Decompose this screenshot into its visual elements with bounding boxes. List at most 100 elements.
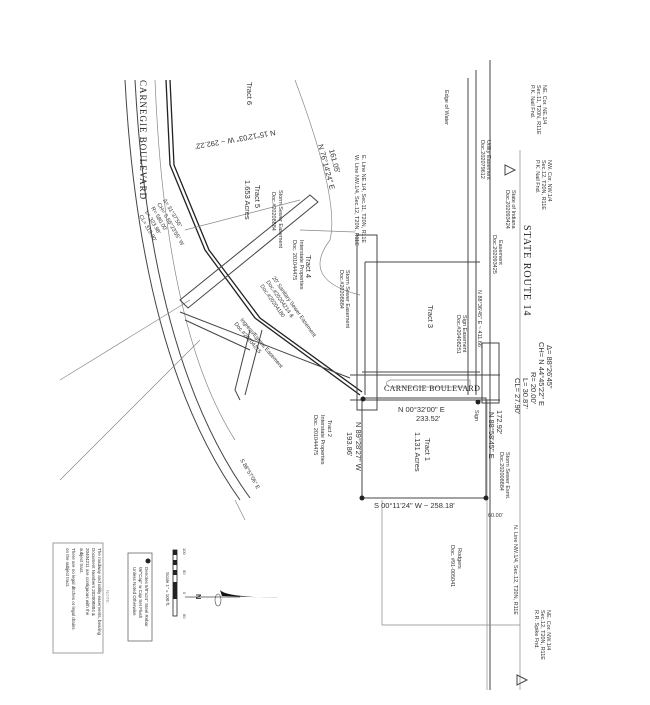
- edge-of-water-label: Edge of Water: [443, 90, 449, 125]
- north-label: N: [194, 594, 203, 599]
- tract-5-area: 1.653 Acres: [243, 180, 252, 220]
- corner-label-line: NE. Cor. NE.1/4: [541, 85, 547, 124]
- bearing-n00: N 00°32'00" E: [398, 405, 445, 414]
- sign-easement-doc: Doc.#20408251: [455, 315, 461, 354]
- storm-easement-label: Storm Sewer Easement: [344, 270, 350, 329]
- corner-label-line: NW. Cor. NW.1/4: [546, 160, 552, 202]
- rebar-marker: [359, 495, 365, 501]
- rebar-marker: [360, 396, 366, 402]
- rebar-legend-marker: [145, 558, 151, 564]
- storm-sewer-east-label: Storm Sewer Esmt.: [504, 452, 510, 500]
- state-route-label: STATE ROUTE 14: [521, 225, 532, 317]
- corner-label-line: Sec.11, T20N, R11E: [535, 85, 541, 135]
- sign-label: Sign: [473, 410, 479, 421]
- rodgers-doc: Doc. #91-005041: [449, 545, 455, 587]
- tract-2-doc: Doc. 201044475: [312, 415, 318, 455]
- corner-label-line: NE. Cor. NW.1/4: [545, 610, 551, 650]
- scale-tick: 50: [182, 570, 187, 575]
- bearing-route: N 88°36'45" E ~ 411.66': [476, 290, 482, 348]
- tract-1-area: 1.131 Acres: [413, 432, 422, 472]
- easement-label: Easement: [497, 240, 503, 265]
- tract-1-label: Tract 1: [423, 438, 432, 461]
- distance-60: 60.00': [488, 513, 503, 519]
- tract-3-label: Tract 3: [426, 305, 435, 328]
- corner-label-ne: NE. Cor. NW.1/4 Sec.12, T20N, R11E R.R. …: [533, 610, 551, 660]
- curve-data-right: Δ= 88°26'45" CH= N 44°45'22" E R= 20.00'…: [513, 342, 554, 415]
- note-line: 20404211 are contiguous with the: [85, 548, 90, 616]
- corner-label-nw2: NW. Cor. NW.1/4 Sec.12, T20N, R11E P.K. …: [534, 160, 552, 210]
- sanitary-easement-strip: [179, 194, 351, 401]
- bearing-n89: N 89°28'27" W: [354, 422, 363, 472]
- carnegie-boulevard-left-road: [59, 79, 363, 501]
- tract-2-owner: Interstate Properties: [319, 415, 325, 465]
- scale-tick: 0: [182, 592, 187, 595]
- tract-1-boundary: [359, 396, 489, 501]
- state-indiana-label: State of Indiana: [510, 190, 516, 229]
- scale-tick: 100: [182, 548, 187, 555]
- sign-easement-label: Sign Easement: [461, 315, 467, 353]
- corner-label-line: Sec.12, T20N, R11E: [539, 610, 545, 660]
- boundary-line: [59, 339, 201, 481]
- state-indiana-doc: Doc.202093424: [504, 190, 510, 229]
- storm-left-label: Storm Sewer Easement: [277, 190, 283, 249]
- curve-delta: Δ= 88°26'45": [545, 345, 554, 389]
- rebar-marker: [483, 495, 489, 501]
- tract-3-boundary: [356, 234, 500, 411]
- note-line: There are no legal ditches or legal drai…: [71, 548, 76, 630]
- distance-193: 193.86': [345, 432, 354, 457]
- north-arrow-icon: N: [185, 590, 280, 607]
- section-line-label: E. Line NE.1/4, Sec.11, T20N, R11E: [360, 155, 366, 243]
- corner-label-line: P.K. Nail Fnd.: [529, 85, 535, 119]
- storm-left-doc: Doc.#20208884: [270, 192, 276, 231]
- tract-4-owner: Interstate Properties: [298, 240, 304, 290]
- tract-5-label: Tract 5: [253, 185, 262, 208]
- section-line-label: W. Line NW.1/4, Sec.12, T20N, R11E: [353, 155, 359, 246]
- corner-monument-icon: [504, 164, 517, 176]
- note-box: NOTE: The roadway and utility easements,…: [52, 542, 110, 654]
- utility-easement-doc: Doc.202079612: [479, 140, 485, 179]
- utility-easement-label: Utility Easement: [485, 140, 491, 180]
- tract-2-label: Tract 2: [326, 420, 332, 437]
- curve-radius: R= 20.00': [529, 372, 538, 405]
- bearing-n88: N 88°58'45" E: [487, 412, 496, 459]
- carnegie-boulevard-left-label: CARNEGIE BOULEVARD: [138, 80, 148, 200]
- curve-chord-length: CL= 27.90': [513, 378, 522, 415]
- storm-sewer-east-doc: Doc.202008884: [498, 452, 504, 491]
- note-line: subject tract.: [79, 548, 84, 574]
- tract-4-label: Tract 4: [304, 255, 313, 278]
- bearing-s00: S 00°11'24" W ~ 258.18': [374, 501, 455, 510]
- scale-label: Scale 1" = 100 ft.: [165, 572, 170, 606]
- carnegie-boulevard-center-road: [350, 374, 500, 401]
- section-line-label: N. Line NW.1/4, Sec.12, T20N, R11E: [512, 525, 518, 615]
- legend-marker-text: W/"Cap" w Cap Set Flush: [138, 567, 143, 619]
- easement-doc: Doc.202093425: [491, 235, 497, 274]
- curve-length: L= 30.87': [521, 378, 530, 409]
- distance-233: 233.52': [416, 414, 441, 423]
- corner-monument-icon: [516, 674, 529, 686]
- curve-data-left: Δ= 31°37'55" CH= S 65°23'55" W R= 580.00…: [137, 198, 185, 247]
- legend-box: Denotes 5/8"x24" Steel Rebar W/"Cap" w C…: [127, 552, 153, 642]
- note-title: NOTE:: [105, 590, 110, 604]
- corner-label-line: R.R. Spike Fnd.: [533, 610, 539, 649]
- corner-label-line: P.K. Nail Fnd.: [534, 160, 540, 194]
- boundary-line: [299, 229, 356, 233]
- scale-bar: 100 50 0 50 Scale 1" = 100 ft.: [165, 548, 187, 619]
- ingress-egress-label: Ingress/Egress Easement: [238, 317, 283, 369]
- distance-172: 172.92': [495, 410, 504, 435]
- storm-easement-doc: Doc.#20208884: [338, 270, 344, 309]
- carnegie-boulevard-center-label: CARNEGIE BOULEVARD: [384, 384, 480, 393]
- tract-6-label: Tract 6: [245, 82, 254, 105]
- edge-of-water-line: [294, 79, 361, 296]
- rodgers-label: Rodgers: [456, 548, 462, 569]
- note-line: Document Numbers 202008884 &: [91, 548, 96, 616]
- legend-marker-text: Unless Noted Otherwise: [132, 567, 137, 616]
- curve-chord: CH= N 44°45'22" E: [537, 342, 546, 406]
- bearing-n15: N 15°12'03" W ~ 292.22': [194, 128, 277, 151]
- note-line: The roadway and utility easements, beari…: [97, 548, 102, 636]
- scale-tick: 50: [182, 614, 187, 619]
- corner-label-line: Sec.12, T20N, R11E: [540, 160, 546, 210]
- legend-marker-text: Denotes 5/8"x24" Steel Rebar: [144, 567, 149, 627]
- tract-4-doc: Doc. 201044475: [291, 240, 297, 280]
- note-line: on the subject tract.: [65, 548, 70, 587]
